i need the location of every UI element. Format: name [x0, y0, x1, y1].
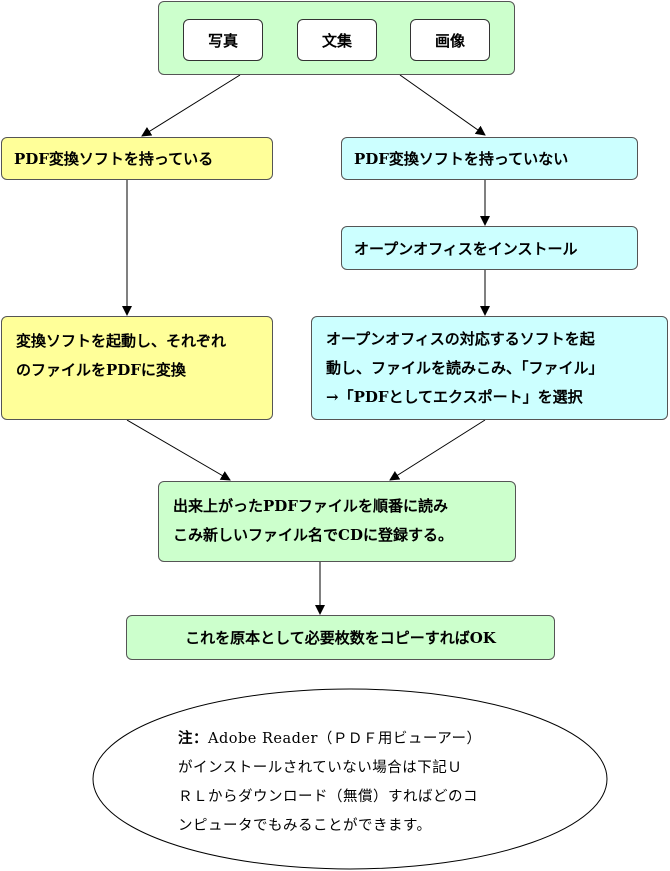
has-pdf-software-box: PDF変換ソフトを持っている [1, 137, 273, 180]
media-image-box: 画像 [410, 19, 490, 61]
media-photo-box: 写真 [183, 19, 263, 61]
no-pdf-software-box: PDF変換ソフトを持っていない [341, 137, 638, 180]
convert-files-box: 変換ソフトを起動し、それぞれ のファイルをPDFに変換 [1, 316, 273, 420]
note-line-4: ンピュータでもみることができます。 [178, 818, 432, 834]
note-text: 注：Adobe Reader（ＰＤＦ用ビューアー） がインストールされていない場… [178, 724, 481, 841]
media-bunshu-label: 文集 [321, 31, 352, 50]
note-line-1-text: Adobe Reader（ＰＤＦ用ビューアー） [208, 731, 482, 747]
copy-original-label: これを原本として必要枚数をコピーすればOK [185, 629, 496, 647]
register-cd-box: 出来上がったPDFファイルを順番に読み こみ新しいファイル名でCDに登録する。 [158, 481, 516, 562]
register-cd-line-2: こみ新しいファイル名でCDに登録する。 [173, 526, 453, 544]
install-openoffice-label: オープンオフィスをインストール [354, 239, 578, 258]
arrow-left-action-to-merge [126, 419, 231, 481]
install-openoffice-box: オープンオフィスをインストール [341, 226, 638, 270]
no-pdf-software-label: PDF変換ソフトを持っていない [354, 150, 569, 168]
copy-original-box: これを原本として必要枚数をコピーすればOK [126, 615, 555, 660]
register-cd-line-1: 出来上がったPDFファイルを順番に読み [173, 497, 448, 515]
export-pdf-line-2: 動し、ファイルを読みこみ、「ファイル」 [326, 359, 604, 377]
note-line-2: がインストールされていない場合は下記Ｕ [178, 760, 463, 776]
convert-files-line-1: 変換ソフトを起動し、それぞれ [16, 332, 227, 350]
convert-files-line-2: のファイルをPDFに変換 [16, 361, 186, 379]
export-pdf-box: オープンオフィスの対応するソフトを起 動し、ファイルを読みこみ、「ファイル」 →… [311, 316, 668, 420]
media-image-label: 画像 [434, 31, 465, 50]
export-pdf-line-1: オープンオフィスの対応するソフトを起 [326, 330, 595, 348]
media-photo-label: 写真 [207, 31, 238, 50]
arrow-media-to-right [399, 74, 486, 136]
has-pdf-software-label: PDF変換ソフトを持っている [14, 150, 214, 168]
arrow-media-to-left [141, 74, 241, 137]
note-line-3: ＲＬからダウンロード（無償）すればどのコ [178, 789, 478, 805]
export-pdf-line-3: →「PDFとしてエクスポート」を選択 [326, 388, 583, 406]
note-ellipse [92, 688, 608, 870]
media-bunshu-box: 文集 [297, 19, 377, 61]
note-label: 注： [178, 730, 208, 747]
arrow-right-action-to-merge [389, 419, 486, 481]
note-line-1: 注：Adobe Reader（ＰＤＦ用ビューアー） [178, 724, 481, 754]
